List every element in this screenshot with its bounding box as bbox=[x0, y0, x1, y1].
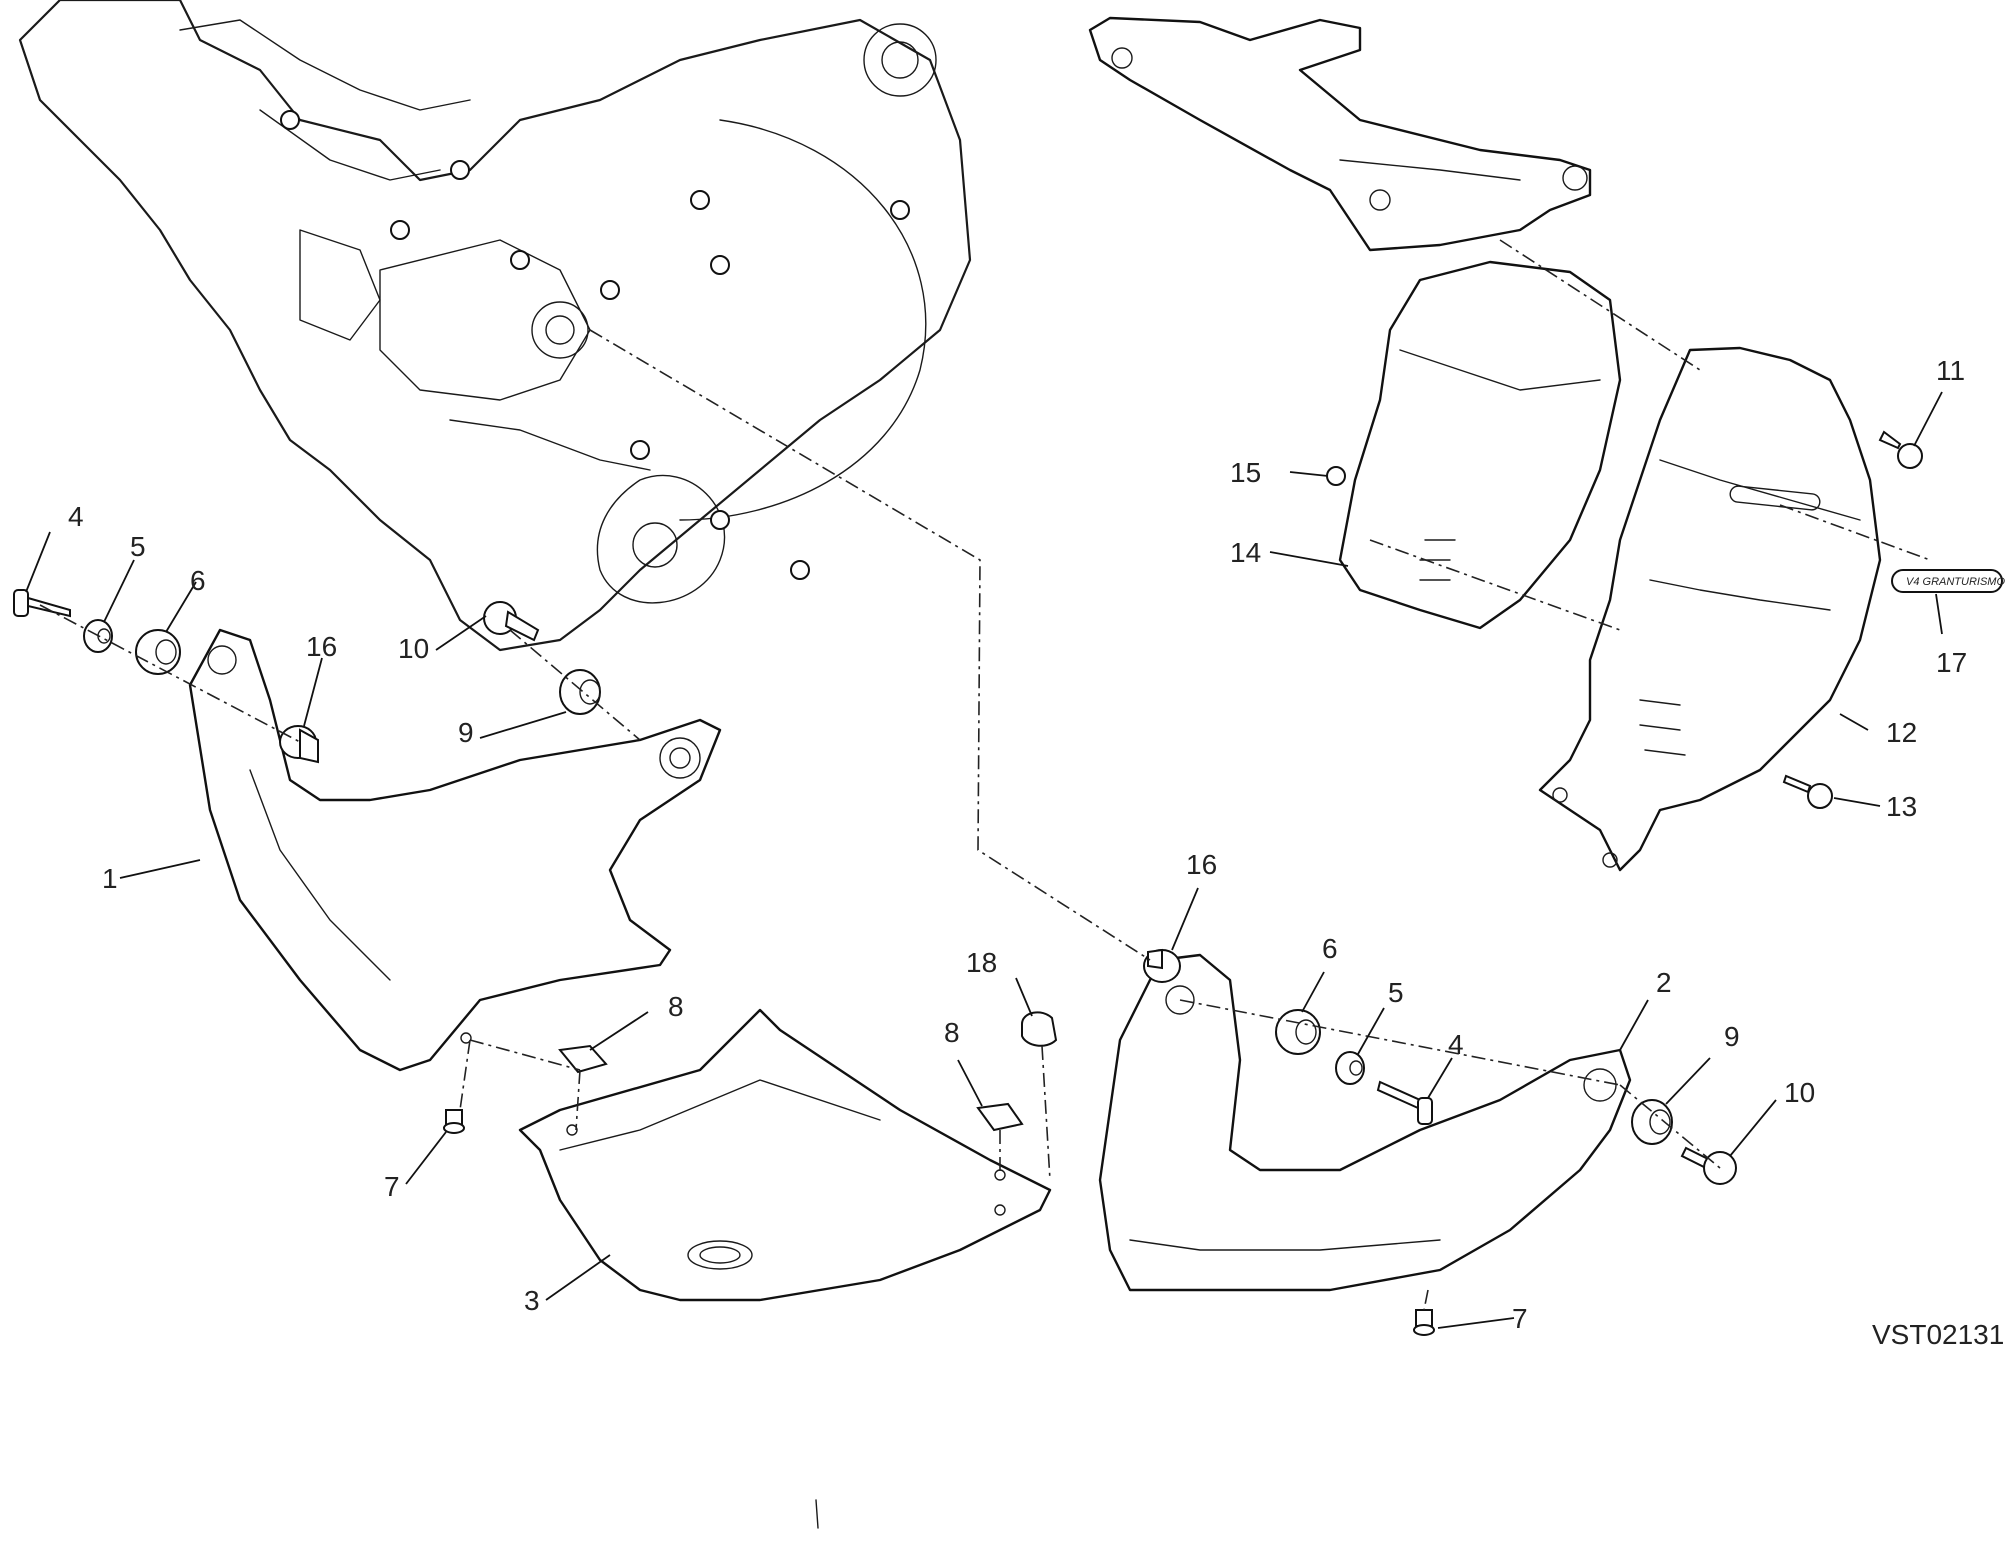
spacer-16-right bbox=[1143, 948, 1181, 983]
callout-4-right: 4 bbox=[1448, 1029, 1464, 1060]
callout-5-left: 5 bbox=[130, 531, 146, 562]
callout-4-left: 4 bbox=[68, 501, 84, 532]
callout-7-right: 7 bbox=[1512, 1303, 1528, 1334]
heat-shield-12 bbox=[1538, 346, 1882, 872]
callout-13: 13 bbox=[1886, 791, 1917, 822]
grommet-6-right bbox=[1275, 1009, 1321, 1055]
callout-3: 3 bbox=[524, 1285, 540, 1316]
callout-labels: 1 2 3 4 4 5 5 6 6 7 7 8 8 9 9 10 10 11 1… bbox=[68, 355, 2004, 1350]
frame-bracket bbox=[1088, 16, 1592, 252]
callout-9-right: 9 bbox=[1724, 1021, 1740, 1052]
callout-17: 17 bbox=[1936, 647, 1967, 678]
engine-assembly bbox=[18, 0, 972, 652]
clip-nut-8-right bbox=[976, 1102, 1024, 1132]
callout-10-right: 10 bbox=[1784, 1077, 1815, 1108]
bolt-4-right bbox=[1376, 1080, 1433, 1125]
clip-18 bbox=[1021, 1011, 1058, 1047]
stray-mark bbox=[815, 1499, 819, 1529]
callout-7-left: 7 bbox=[384, 1171, 400, 1202]
callout-10-left: 10 bbox=[398, 633, 429, 664]
badge-text: V4 GRANTURISMO bbox=[1906, 576, 2005, 588]
heat-shield-14 bbox=[1338, 260, 1622, 630]
grommet-9-right bbox=[1631, 1099, 1673, 1145]
callout-8-right: 8 bbox=[944, 1017, 960, 1048]
callout-16-left: 16 bbox=[306, 631, 337, 662]
screw-13 bbox=[1782, 774, 1833, 809]
reference-code: VST02131 bbox=[1872, 1319, 2004, 1350]
washer-15 bbox=[1326, 466, 1346, 486]
callout-16-right: 16 bbox=[1186, 849, 1217, 880]
callout-8-left: 8 bbox=[668, 991, 684, 1022]
callout-18: 18 bbox=[966, 947, 997, 978]
callout-12: 12 bbox=[1886, 717, 1917, 748]
skid-plate-center bbox=[518, 1008, 1052, 1302]
callout-5-right: 5 bbox=[1388, 977, 1404, 1008]
leader-lines bbox=[25, 391, 1943, 1329]
callout-15: 15 bbox=[1230, 457, 1261, 488]
bolt-10-left bbox=[483, 601, 540, 642]
clip-nut-8-left bbox=[558, 1044, 608, 1074]
callout-14: 14 bbox=[1230, 537, 1261, 568]
grommet-9-left bbox=[559, 669, 601, 715]
screw-11 bbox=[1878, 430, 1923, 469]
spacer-16-left bbox=[279, 725, 319, 764]
washer-5-right bbox=[1335, 1051, 1365, 1085]
callout-2: 2 bbox=[1656, 967, 1672, 998]
callout-6-left: 6 bbox=[190, 565, 206, 596]
bolt-4-left bbox=[13, 589, 71, 618]
bolt-10-right bbox=[1680, 1146, 1737, 1185]
side-cover-right bbox=[1098, 953, 1632, 1292]
callout-11: 11 bbox=[1936, 355, 1965, 386]
callout-1: 1 bbox=[102, 863, 118, 894]
screw-7-left bbox=[443, 1109, 465, 1134]
grommet-6-left bbox=[135, 629, 181, 675]
callout-9-left: 9 bbox=[458, 717, 474, 748]
screw-7-right bbox=[1413, 1309, 1435, 1336]
callout-6-right: 6 bbox=[1322, 933, 1338, 964]
side-cover-left bbox=[188, 628, 722, 1072]
assembly-lines bbox=[39, 239, 1931, 1311]
badge-17: V4 GRANTURISMO bbox=[1891, 569, 2005, 593]
